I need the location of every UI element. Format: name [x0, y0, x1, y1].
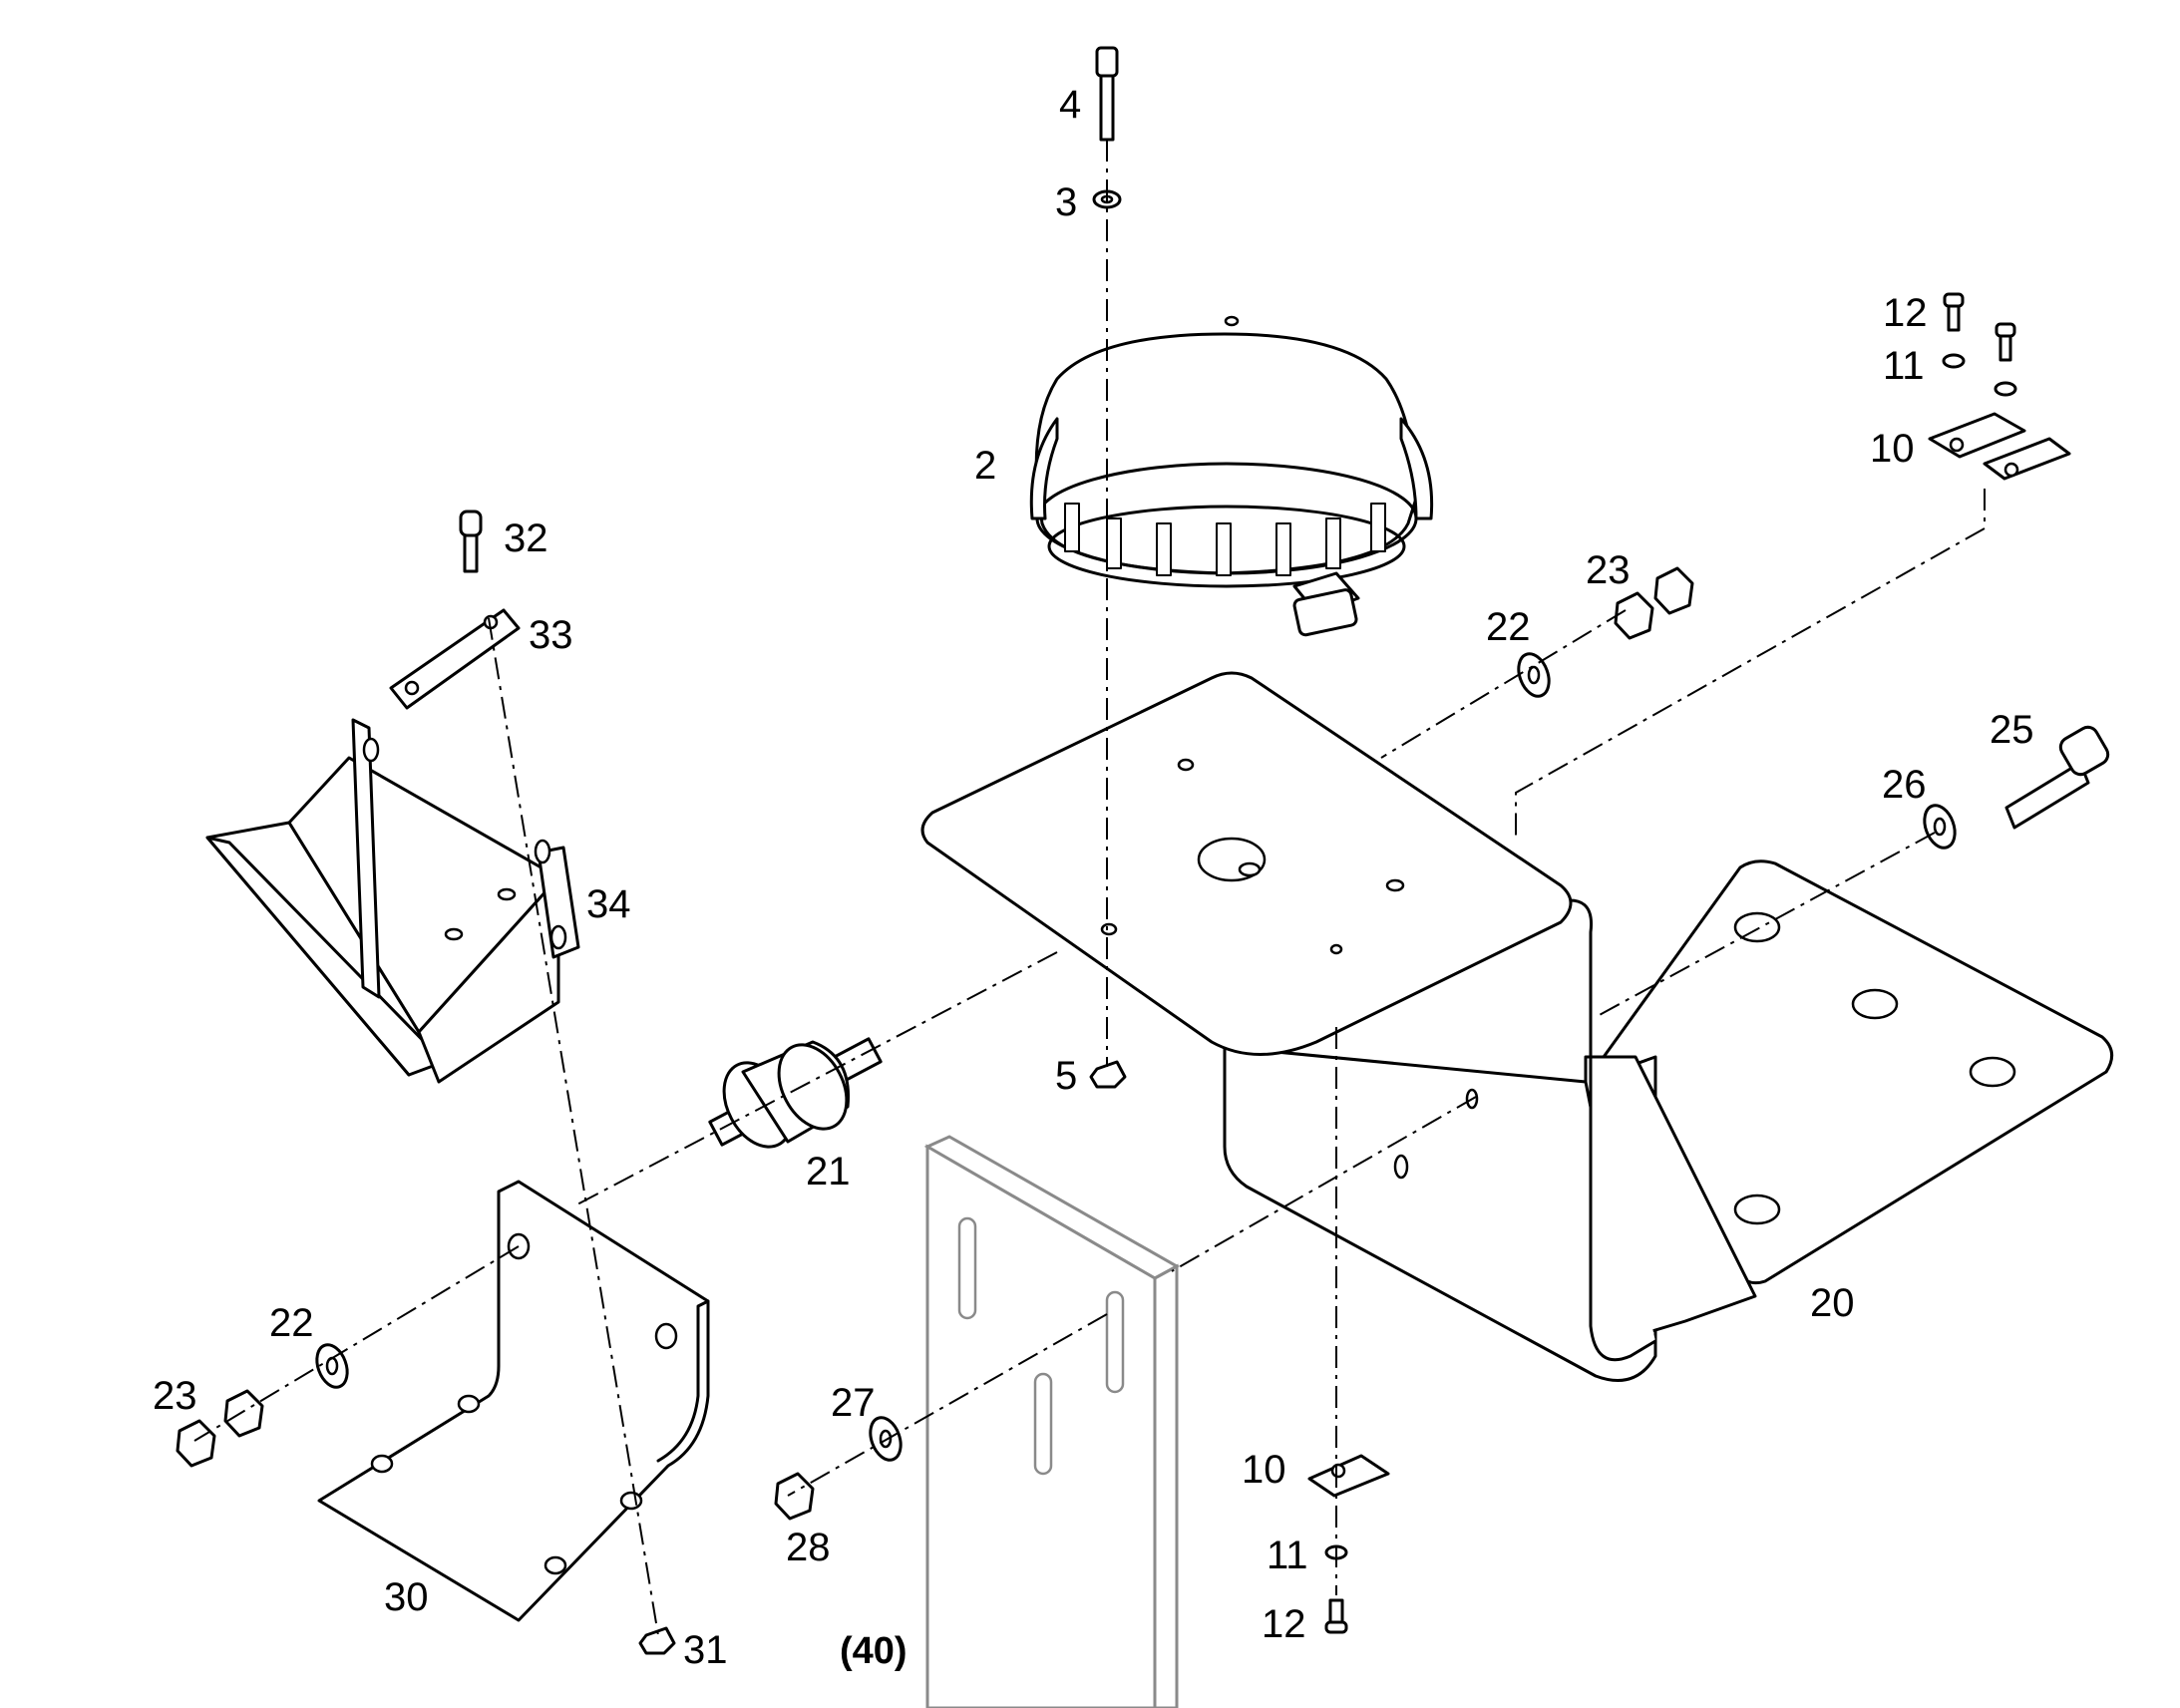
- callout-11-bottom: 11: [1267, 1534, 1308, 1577]
- callout-22-right: 22: [1486, 605, 1531, 649]
- main-bracket-20: [920, 671, 2114, 1382]
- callout-12-top: 12: [1883, 291, 1928, 335]
- callout-3: 3: [1055, 180, 1077, 224]
- screws-12-top: [1943, 292, 2016, 362]
- callout-22-left: 22: [269, 1301, 314, 1345]
- callout-5: 5: [1055, 1054, 1077, 1098]
- callout-labels: 2 3 4 5 10 10 11 11 12 12 20 21 22 22 23…: [153, 83, 2034, 1672]
- bolt-25: [2004, 725, 2110, 830]
- callout-31: 31: [683, 1628, 728, 1672]
- washer-26: [1923, 804, 1957, 850]
- clamp-10-bottom: [1307, 1454, 1390, 1498]
- callout-2: 2: [974, 444, 996, 488]
- screw-32: [459, 510, 483, 573]
- callout-10-top: 10: [1870, 427, 1915, 471]
- callout-21: 21: [806, 1150, 851, 1194]
- assembly-lines: [193, 140, 1986, 1636]
- callout-20: 20: [1810, 1281, 1855, 1325]
- nut-31: [638, 1626, 676, 1655]
- callout-27: 27: [831, 1381, 876, 1425]
- plate-33: [389, 608, 521, 710]
- callout-32: 32: [504, 516, 548, 560]
- callout-40: (40): [840, 1630, 908, 1672]
- callout-30: 30: [384, 1575, 429, 1619]
- callout-33: 33: [529, 613, 573, 657]
- callout-23-right: 23: [1586, 548, 1631, 592]
- nuts-23-right: [1614, 566, 1694, 640]
- clamps-10-top: [1928, 412, 2071, 481]
- beacon-lamp-2: [1029, 315, 1434, 637]
- vibration-damper-21: [708, 1037, 883, 1149]
- callout-4: 4: [1059, 83, 1081, 127]
- callout-11-top: 11: [1883, 344, 1925, 388]
- washer-22-left: [315, 1343, 349, 1389]
- angle-bracket-30: [317, 1180, 710, 1622]
- callout-23-left: 23: [153, 1374, 197, 1418]
- nuts-23-left: [176, 1389, 264, 1468]
- washer-22-right: [1517, 652, 1551, 698]
- screw-4: [1095, 46, 1119, 142]
- callout-28: 28: [786, 1526, 831, 1569]
- nut-5: [1089, 1060, 1127, 1089]
- washer-27: [869, 1416, 903, 1462]
- washers-11-top: [1942, 353, 2017, 397]
- nut-28: [774, 1472, 815, 1521]
- mounting-post-40: [923, 1135, 1181, 1708]
- callout-26: 26: [1882, 763, 1927, 807]
- callout-34: 34: [586, 882, 631, 926]
- callout-10-bottom: 10: [1242, 1448, 1286, 1492]
- callout-25: 25: [1990, 708, 2034, 752]
- callout-12-bottom: 12: [1262, 1602, 1306, 1646]
- screw-12-bottom: [1324, 1598, 1348, 1634]
- horn-34: [205, 718, 580, 1084]
